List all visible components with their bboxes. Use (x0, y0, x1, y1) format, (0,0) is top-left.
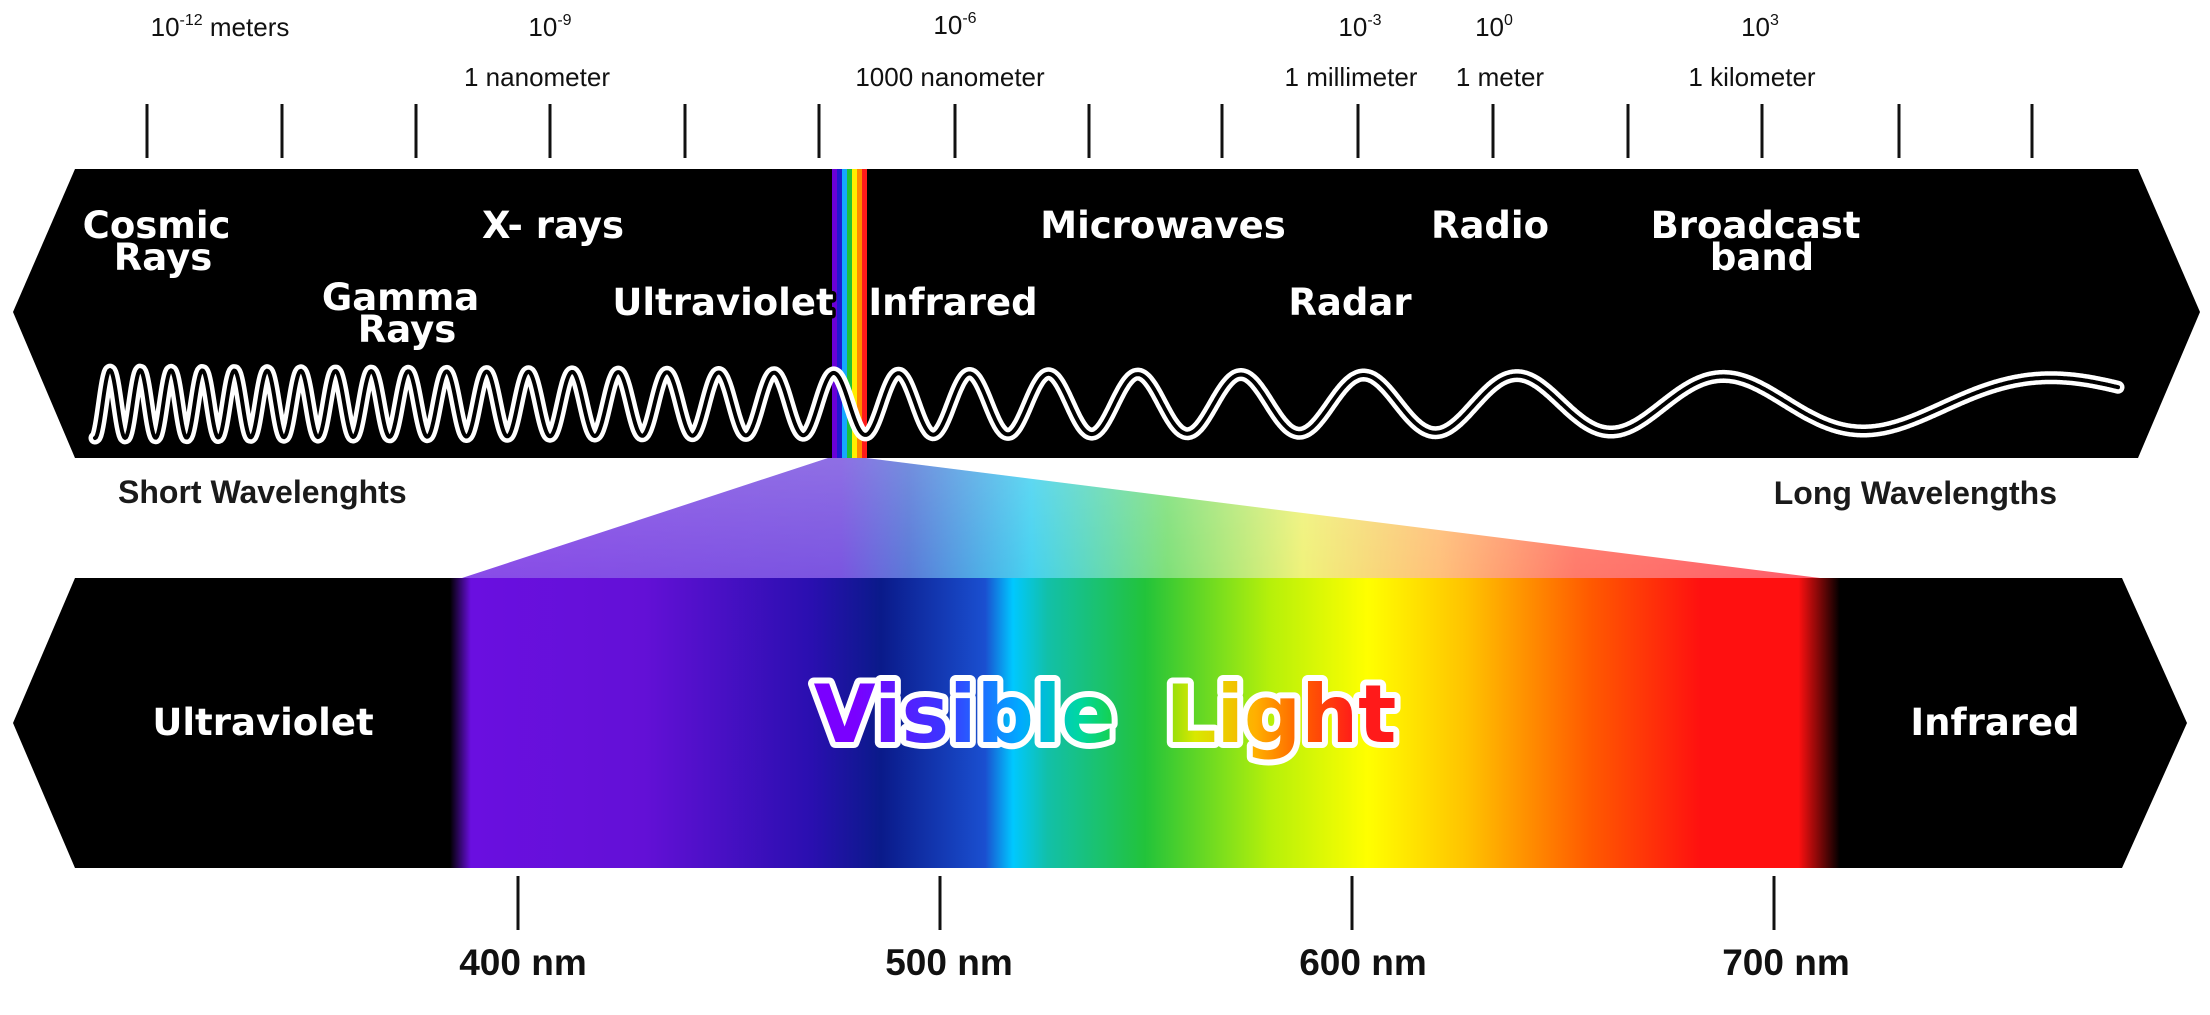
band-label-microwaves: Microwaves (1040, 204, 1286, 247)
visible-band-ultraviolet-label: Ultraviolet (152, 701, 373, 744)
scale-marker-name: 1 millimeter (1285, 62, 1418, 92)
scale-marker-label: 10-3 (1338, 12, 1381, 42)
band-label-ultraviolet: Ultraviolet (612, 281, 833, 324)
band-label-x-rays: X- rays (482, 204, 624, 247)
nm-label-500: 500 nm (885, 942, 1013, 983)
visible-band-infrared-label: Infrared (1910, 701, 2079, 744)
scale-ticks (145, 104, 2034, 158)
scale-marker-name: 1 kilometer (1688, 62, 1815, 92)
spectrum-band-labels: Cosmic Rays Gamma Rays X- rays Ultraviol… (79, 201, 1874, 355)
band-label-radio: Radio (1431, 204, 1549, 247)
band-label-infrared: Infrared (868, 281, 1037, 324)
wavelength-wave-core (93, 368, 2120, 440)
band-label-radar: Radar (1288, 281, 1412, 324)
band-label-cosmic-rays: Cosmic Rays (83, 204, 244, 279)
scale-marker-name: 1000 nanometer (855, 62, 1045, 92)
nm-label-700: 700 nm (1722, 942, 1850, 983)
band-label-broadcast-band: Broadcast band (1651, 204, 1874, 279)
scale-marker-name: 1 meter (1456, 62, 1544, 92)
scale-marker-label: 10-12 meters (151, 12, 290, 42)
nm-ticks (516, 876, 1776, 930)
visible-spectrum-stripe (832, 169, 867, 458)
short-wavelengths-label: Short Wavelenghts (118, 474, 407, 510)
nm-label-600: 600 nm (1299, 942, 1427, 983)
wavelength-scale: 10-12 meters 10-9 1 nanometer 10-6 1000 … (151, 10, 1816, 92)
nm-label-400: 400 nm (459, 942, 587, 983)
band-label-gamma-rays: Gamma Rays (322, 276, 492, 351)
scale-marker-label: 10-6 (933, 10, 976, 40)
scale-marker-label: 100 (1475, 12, 1513, 42)
visible-light-fan-highlight (462, 458, 1820, 578)
scale-marker-name: 1 nanometer (464, 62, 610, 92)
visible-spectrum-gradient (450, 578, 1840, 868)
scale-marker-label: 10-9 (528, 12, 571, 42)
scale-marker-label: 103 (1741, 12, 1779, 42)
nm-labels: 400 nm 500 nm 600 nm 700 nm (459, 942, 1850, 983)
long-wavelengths-label: Long Wavelengths (1774, 475, 2057, 511)
